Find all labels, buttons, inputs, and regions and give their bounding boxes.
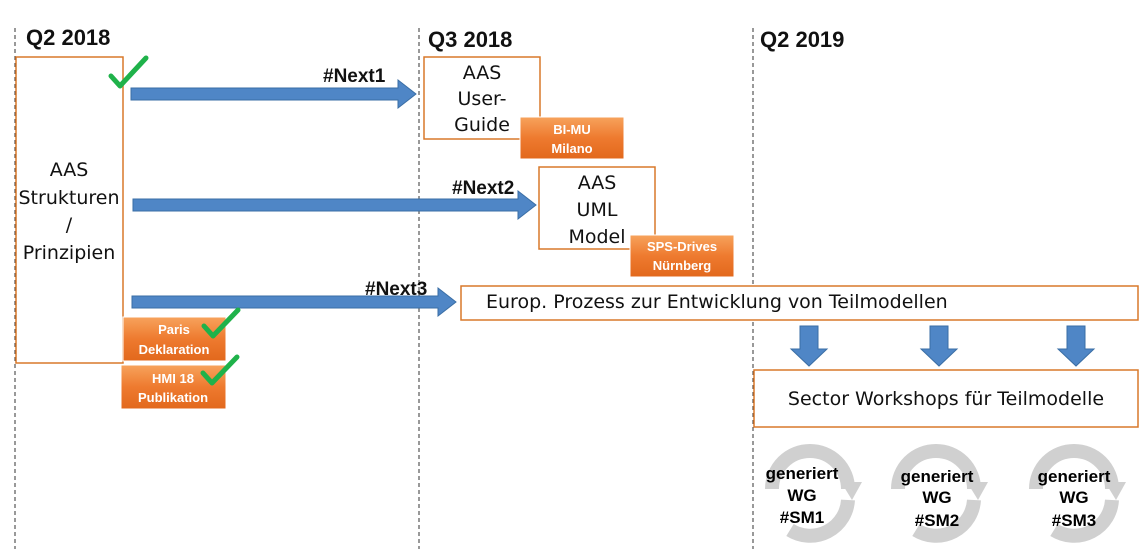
tag-hmi-line-2: Publikation xyxy=(138,390,208,405)
structures-box-line-1: AAS xyxy=(50,159,89,181)
next-label-3: #Next3 xyxy=(365,279,427,300)
tag-bimu-milano xyxy=(519,116,625,160)
check-icon xyxy=(200,354,240,386)
user-guide-line-3: Guide xyxy=(454,114,510,136)
structures-box-line-4: Prinzipien xyxy=(23,242,116,264)
quarter-label-q2-2018: Q2 2018 xyxy=(26,25,110,50)
process-box-text: Europ. Prozess zur Entwicklung von Teilm… xyxy=(486,291,948,313)
structures-box xyxy=(15,56,124,364)
structures-box-line-2: Strukturen xyxy=(19,187,120,209)
down-arrow-icon xyxy=(789,325,829,367)
quarter-label-q2-2019: Q2 2019 xyxy=(760,27,844,52)
tag-bimu-line-1: BI-MU xyxy=(553,122,591,137)
user-guide-line-1: AAS xyxy=(463,62,502,84)
check-icon xyxy=(201,307,241,339)
cycle-3-line-3: #SM3 xyxy=(1052,511,1096,530)
tag-paris-line-1: Paris xyxy=(158,322,190,337)
cycle-3-line-2: WG xyxy=(1059,488,1088,507)
down-arrow-icon xyxy=(919,325,959,367)
tag-sps-line-1: SPS-Drives xyxy=(647,239,717,254)
uml-model-line-3: Model xyxy=(568,226,625,248)
cycle-3-line-1: generiert xyxy=(1038,467,1111,486)
next-label-2: #Next2 xyxy=(452,178,514,199)
next-label-1: #Next1 xyxy=(323,66,386,87)
cycle-2-line-2: WG xyxy=(922,488,951,507)
cycle-2-line-1: generiert xyxy=(901,467,974,486)
uml-model-line-2: UML xyxy=(577,199,618,221)
tag-hmi-publikation xyxy=(120,364,227,410)
cycle-icon xyxy=(1029,444,1126,543)
check-icon xyxy=(108,55,149,89)
process-box xyxy=(460,285,1139,321)
tag-paris-deklaration xyxy=(122,316,227,362)
right-arrow-icon xyxy=(131,286,457,318)
right-arrow-icon xyxy=(130,78,417,110)
quarter-label-q3-2018: Q3 2018 xyxy=(428,27,512,52)
down-arrow-icon xyxy=(1056,325,1096,367)
tag-sps-drives xyxy=(629,234,735,278)
cycle-icon xyxy=(891,444,988,543)
tag-paris-line-2: Deklaration xyxy=(139,342,210,357)
tag-hmi-line-1: HMI 18 xyxy=(152,371,194,386)
user-guide-line-2: User- xyxy=(458,88,507,110)
workshop-box xyxy=(753,369,1139,428)
tag-bimu-line-2: Milano xyxy=(551,141,592,156)
cycle-icon xyxy=(765,444,862,543)
workshop-box-text: Sector Workshops für Teilmodelle xyxy=(788,388,1104,410)
right-arrow-icon xyxy=(132,189,537,221)
tag-sps-line-2: Nürnberg xyxy=(653,258,712,273)
cycle-1-line-2: WG xyxy=(787,486,816,505)
structures-box-line-3: / xyxy=(66,214,73,236)
cycle-2-line-3: #SM2 xyxy=(915,511,959,530)
cycle-1-line-3: #SM1 xyxy=(780,508,824,527)
uml-model-line-1: AAS xyxy=(578,172,617,194)
cycle-1-line-1: generiert xyxy=(766,464,839,483)
